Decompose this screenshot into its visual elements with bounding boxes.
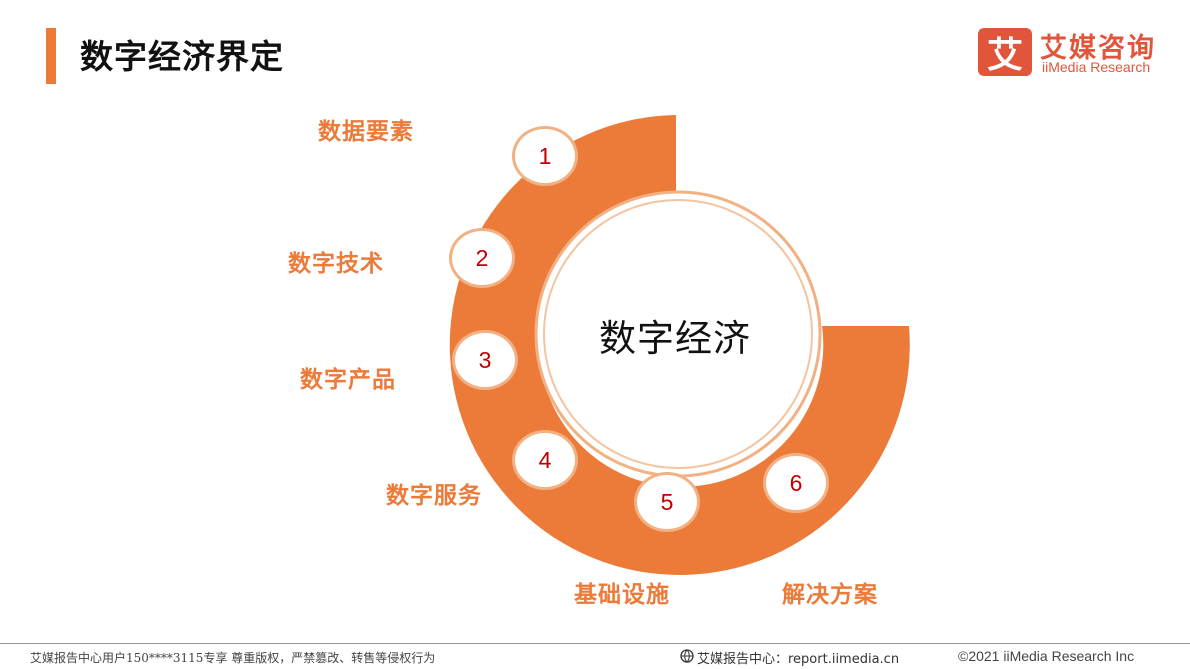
item-5-label: 基础设施	[574, 582, 670, 608]
item-3-number: 3	[452, 330, 518, 390]
footer-divider	[0, 643, 1190, 644]
item-4-label: 数字服务	[386, 483, 482, 509]
item-6-label: 解决方案	[782, 582, 878, 608]
item-5-number: 5	[634, 472, 700, 532]
logo-name-cn: 艾媒咨询	[1040, 33, 1156, 64]
center-circle-inner	[543, 199, 813, 469]
footer-report-center-text: 艾媒报告中心：report.iimedia.cn	[697, 652, 900, 667]
footer-report-center: 艾媒报告中心：report.iimedia.cn	[680, 648, 899, 667]
footer-brand: ©2021 iiMedia Research Inc	[958, 648, 1135, 664]
globe-icon	[680, 649, 694, 667]
item-4-number: 4	[512, 430, 578, 490]
item-1-label: 数据要素	[318, 119, 414, 145]
item-3-label: 数字产品	[300, 367, 396, 393]
center-label: 数字经济	[599, 317, 751, 360]
footer-copyright-notice: 艾媒报告中心用户150****3115专享 尊重版权，严禁篡改、转售等侵权行为	[30, 651, 436, 665]
title-accent-bar	[46, 28, 56, 84]
logo-mark-icon: 艾	[978, 28, 1032, 76]
item-2-label: 数字技术	[288, 251, 384, 277]
item-6-number: 6	[763, 453, 829, 513]
item-2-number: 2	[449, 228, 515, 288]
logo-name-en: iiMedia Research	[1042, 59, 1151, 75]
page-title: 数字经济界定	[80, 37, 284, 76]
item-1-number: 1	[512, 126, 578, 186]
iimedia-logo: 艾 艾媒咨询 iiMedia Research	[978, 28, 1168, 78]
